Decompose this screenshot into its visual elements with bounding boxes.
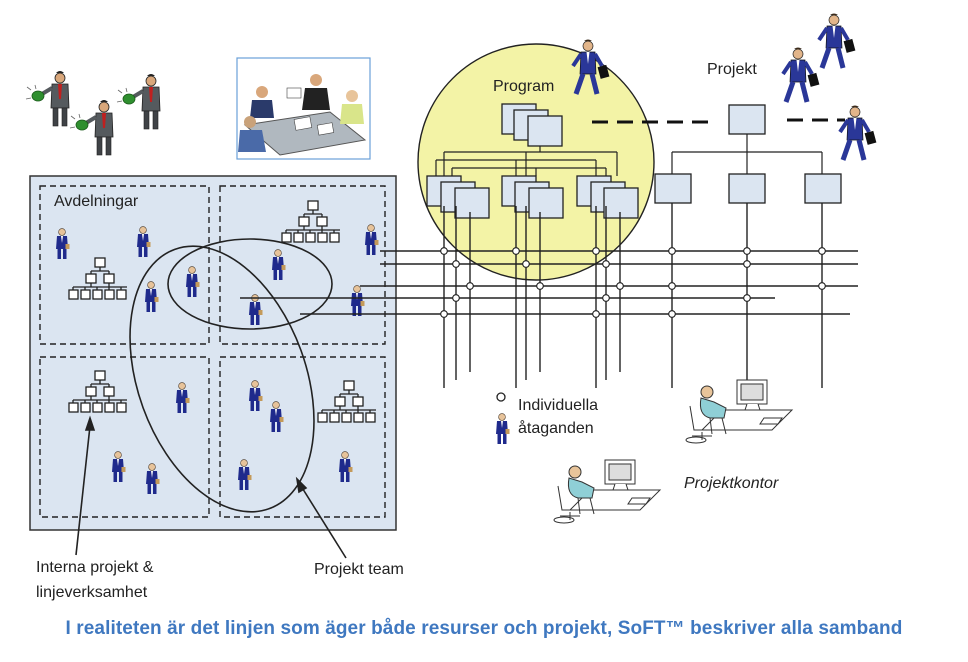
matrix-lines <box>240 203 858 388</box>
project-team-label: Projekt team <box>314 561 404 578</box>
computer-workstation-icon <box>685 379 793 444</box>
caption-text: I realiteten är det linjen som äger både… <box>65 618 903 639</box>
runner-icon <box>840 106 876 161</box>
computer-workstation-icon <box>553 459 661 524</box>
program-org-boxes <box>426 103 639 219</box>
program-circle <box>417 43 655 281</box>
person-icon <box>495 413 510 445</box>
businessman-icon <box>115 72 162 131</box>
commitment-nodes <box>440 247 826 318</box>
internal-projects-label-line1: Interna projekt & <box>36 559 154 576</box>
legend-individual-line1: Individuella <box>518 397 598 414</box>
departments-label: Avdelningar <box>54 193 139 210</box>
businessman-icon <box>24 69 71 128</box>
project-team-ellipse <box>129 245 315 513</box>
runner-icon <box>819 14 855 69</box>
legend-individual-line2: åtaganden <box>518 419 594 437</box>
runner-icon <box>783 48 819 103</box>
project-label: Projekt <box>707 61 757 78</box>
project-org-boxes <box>654 104 842 204</box>
project-office-label: Projektkontor <box>684 475 779 492</box>
businessman-icon <box>68 98 115 157</box>
commitment-node-legend <box>496 392 506 402</box>
program-label: Program <box>493 78 554 95</box>
internal-projects-label-line2: linjeverksamhet <box>36 584 148 601</box>
meeting-room-icon <box>236 57 371 160</box>
team-ellipse <box>167 238 333 330</box>
